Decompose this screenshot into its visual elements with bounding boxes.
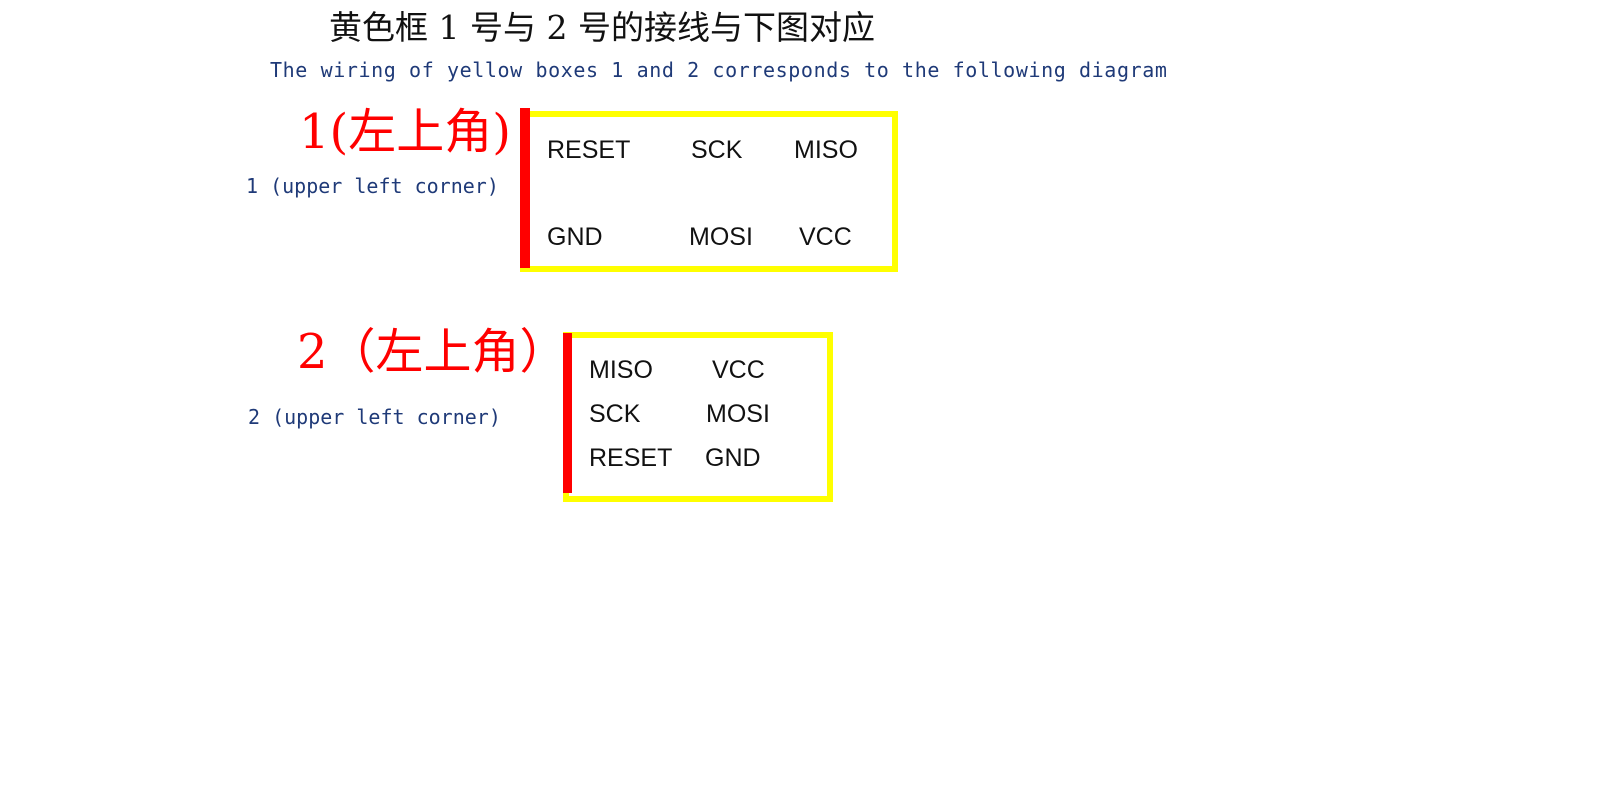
box-1-pin-mosi: MOSI: [689, 223, 753, 251]
box-2-pin-gnd: GND: [705, 444, 761, 472]
box-1-pin-miso: MISO: [794, 136, 858, 164]
box-1-pin1-marker: [520, 108, 530, 268]
box-1-pin-reset: RESET: [547, 136, 631, 164]
box-2-label: 2（左上角）: [297, 324, 568, 380]
box-2-pin-mosi: MOSI: [706, 400, 770, 428]
box-1-pin-vcc: VCC: [799, 223, 852, 251]
box-2-caption: 2 (upper left corner): [248, 405, 501, 429]
box-1-label: 1(左上角): [299, 104, 511, 160]
page-title: 黄色框 1 号与 2 号的接线与下图对应: [329, 8, 875, 47]
box-2-pin-reset: RESET: [589, 444, 673, 472]
box-1-caption: 1 (upper left corner): [246, 174, 499, 198]
box-2-pin-miso: MISO: [589, 356, 653, 384]
box-1-pin-sck: SCK: [691, 136, 743, 164]
box-2-pin-sck: SCK: [589, 400, 641, 428]
box-1-pin-gnd: GND: [547, 223, 603, 251]
box-2-pin-vcc: VCC: [712, 356, 765, 384]
page-subtitle: The wiring of yellow boxes 1 and 2 corre…: [270, 58, 1168, 82]
box-2-pin1-marker: [563, 333, 572, 493]
